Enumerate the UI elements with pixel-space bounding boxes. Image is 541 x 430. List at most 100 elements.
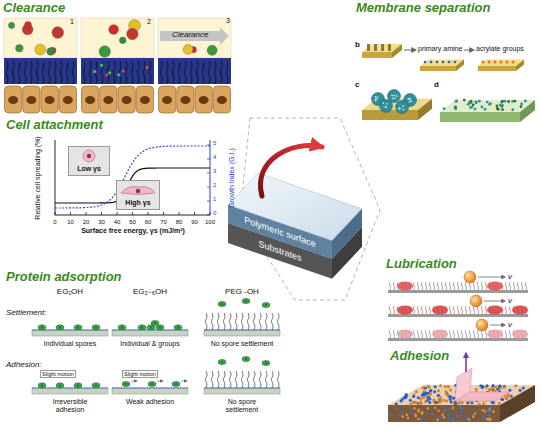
- brush-chain: [429, 282, 430, 290]
- cell-box: Low γs: [68, 146, 110, 176]
- adhesive-particle: [500, 398, 503, 401]
- cell-nucleus: [85, 96, 95, 104]
- peg-chain: [241, 313, 243, 330]
- adhesive-particle: [484, 410, 487, 413]
- particle-dot: [385, 106, 387, 108]
- adhesive-front: [388, 405, 500, 422]
- adhesive-particle: [498, 384, 501, 387]
- spore-core: [59, 384, 61, 386]
- trapped-particle: [122, 69, 125, 72]
- amine-group: [442, 61, 445, 64]
- particle-dot: [407, 98, 409, 100]
- peg-chain: [235, 313, 237, 330]
- amine-group: [454, 61, 457, 64]
- tick-label: 80: [176, 219, 183, 226]
- filler-particle: [475, 101, 478, 104]
- adhesive-particle: [444, 385, 447, 388]
- subpanel-letter: b: [355, 40, 360, 49]
- membrane-slab-front: [420, 66, 456, 71]
- brush-chain: [421, 306, 422, 314]
- spore: [92, 383, 100, 388]
- panel-title: Protein adsorption: [6, 270, 122, 285]
- spore-core: [41, 326, 43, 328]
- brush-chain: [473, 330, 474, 338]
- adhesive-particle: [472, 415, 475, 418]
- spore-core: [154, 322, 156, 324]
- brush-chain: [481, 306, 482, 314]
- adhesive-particle: [482, 415, 485, 418]
- tissue-cell: [41, 86, 58, 113]
- hydration-tuft: [512, 306, 528, 315]
- adhesive-particle: [491, 401, 494, 404]
- substrate-bar: [204, 330, 280, 336]
- tick-label: 90: [191, 219, 198, 226]
- particle-dot: [399, 108, 401, 110]
- adhesive-particle: [424, 392, 427, 395]
- interaction-arrow: [260, 146, 322, 196]
- cell-nucleus: [8, 96, 18, 104]
- brush-chain: [461, 282, 462, 290]
- x-tick: [132, 212, 133, 215]
- cell-nucleus: [103, 96, 113, 104]
- hydration-tuft: [397, 282, 413, 291]
- filler-particle: [496, 104, 499, 107]
- panel-number: 3: [226, 17, 230, 25]
- brush-chain: [389, 330, 390, 338]
- brush-chain: [413, 306, 414, 314]
- substrate-bar: [112, 388, 188, 394]
- process-arrow: [464, 50, 474, 51]
- substrate-bar: [204, 388, 280, 394]
- adhesive-particle: [422, 396, 425, 399]
- trapped-particle: [145, 66, 148, 69]
- nanoparticle: [372, 93, 385, 106]
- filler-particle: [474, 100, 477, 103]
- x-tick: [210, 212, 211, 215]
- peg-chain: [229, 313, 231, 330]
- spore: [38, 383, 46, 388]
- particle-dot: [392, 97, 394, 99]
- polymer-chain: [196, 61, 197, 84]
- caption-text: Irreversible adhesion: [44, 398, 96, 414]
- tick-label: 100: [205, 219, 215, 226]
- trapped-particle: [93, 70, 96, 73]
- brush-chain: [485, 282, 486, 290]
- filler-particle: [520, 105, 523, 108]
- trapped-particle: [108, 71, 111, 74]
- spore: [138, 325, 146, 330]
- adhesive-particle: [481, 386, 484, 389]
- brush-chain: [477, 330, 478, 338]
- adhesive-particle: [482, 402, 485, 405]
- round-cell: [83, 150, 95, 162]
- adhesive-particle: [428, 397, 431, 400]
- filler-particle: [511, 108, 514, 111]
- tick-label: 60: [145, 219, 152, 226]
- spore-core: [95, 384, 97, 386]
- polymer-coating: [81, 58, 154, 84]
- adhesive-particle: [522, 386, 525, 389]
- adhesive-particle: [442, 399, 445, 402]
- particle-dot: [382, 102, 384, 104]
- solution-layer: [4, 18, 77, 58]
- adhesive-particle: [429, 390, 432, 393]
- spore: [172, 381, 180, 386]
- nanoparticle: [396, 101, 409, 114]
- membrane-slab-side: [516, 60, 524, 71]
- sliding-ball: [464, 271, 476, 283]
- row-heading: Settlement:: [6, 308, 46, 317]
- spore: [74, 383, 82, 388]
- brush-chain: [477, 282, 478, 290]
- adhesive-particle: [411, 413, 414, 416]
- x-tick: [179, 212, 180, 215]
- particle-dot: [408, 98, 410, 100]
- adhesive-particle: [452, 407, 455, 410]
- hydration-tuft: [487, 330, 503, 339]
- solute-particle: [25, 22, 32, 29]
- adhesive-particle: [507, 395, 510, 398]
- cell-nucleus: [63, 96, 73, 104]
- filler-particle: [520, 103, 523, 106]
- filler-particle: [443, 107, 446, 110]
- particle-dot: [409, 101, 411, 103]
- velocity-arrow: [490, 325, 505, 326]
- spore: [92, 325, 100, 330]
- acrylate-group: [500, 61, 503, 64]
